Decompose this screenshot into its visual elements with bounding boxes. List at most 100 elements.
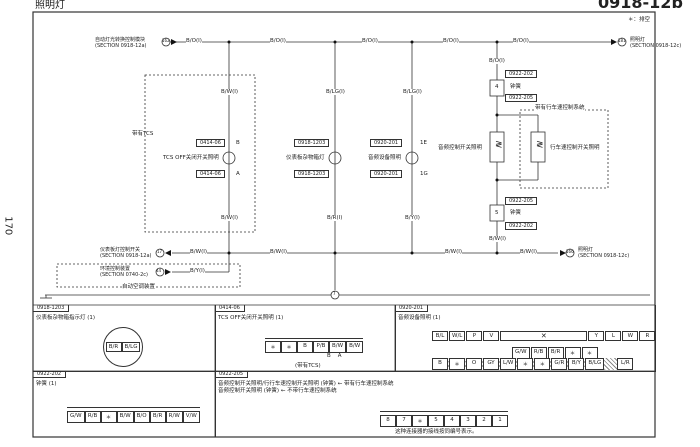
- wire-label: B/W(I): [190, 249, 207, 256]
- connector-tag: 0414-06: [196, 170, 225, 178]
- diagram-code: 0918-12b: [598, 0, 683, 12]
- cruise-group-label: 带有行车速控制系统: [535, 105, 585, 112]
- panel-tag: 0414-06: [215, 305, 245, 312]
- connector-tag: 0918-1203: [294, 170, 330, 178]
- pin: L/R: [617, 358, 634, 370]
- wire-label: B/R(I): [327, 215, 343, 222]
- ref-circle-44: 44: [156, 268, 162, 273]
- audio-switch-label: 音频控制开关照明: [438, 145, 483, 151]
- panel-title: 音频控制开关照明/行行车速控制开关照明 (钟簧) ← 带有行车速控制系统: [218, 381, 394, 387]
- wire-label: B/O(I): [443, 38, 459, 45]
- pin: Y: [588, 331, 605, 341]
- connector-tag: 0922-205: [505, 94, 538, 102]
- panel-title: 音频控制开关照明 (钟簧) ← 不带行车速控制系统: [218, 388, 337, 394]
- panel-note: (带有TCS): [295, 363, 321, 369]
- connector-tag: 0920-201: [370, 170, 403, 178]
- pin: R/W: [165, 411, 183, 423]
- pin: G/R: [551, 358, 568, 370]
- connector-tag: 0922-202: [505, 70, 538, 78]
- pin: 1: [492, 415, 508, 427]
- ref-name: 环境控制装置: [100, 266, 131, 272]
- wire-label: B/O(I): [513, 38, 529, 45]
- pin: B/W: [346, 341, 364, 353]
- pin: R/B: [84, 411, 101, 423]
- clock-spring-label: 钟簧: [510, 84, 522, 90]
- pin: G/W: [512, 347, 530, 359]
- ref-section: (SECTION 0918-12a): [100, 252, 152, 259]
- pin: ＊: [281, 341, 297, 353]
- pin: 5: [428, 415, 444, 427]
- ref-auto-light[interactable]: 自动灯光转换控制模块(SECTION 0918-12a): [95, 37, 147, 50]
- pin: ＊: [100, 411, 117, 423]
- pin: ＊: [517, 358, 534, 370]
- pin: V: [483, 331, 500, 341]
- tcs-group-label: 带有TCS: [132, 131, 154, 137]
- pin: P: [466, 331, 483, 341]
- ref-name: 照明灯: [630, 37, 646, 43]
- panel-tag: 0922-205: [215, 371, 249, 378]
- ref-lighting-top[interactable]: 照明灯(SECTION 0918-12c): [630, 37, 681, 50]
- pin: ＊: [412, 415, 428, 427]
- pin: 2: [476, 415, 492, 427]
- pin-label: B: [236, 140, 240, 146]
- ref-name: 自动灯光转换控制模块: [95, 37, 146, 43]
- pin-label: 5: [495, 210, 499, 216]
- wire-label: B/O(I): [362, 38, 378, 45]
- ref-lighting-bottom[interactable]: 照明灯(SECTION 0918-12c): [578, 247, 629, 260]
- wire-label: B/W(I): [489, 236, 506, 243]
- pin: B/O: [133, 411, 150, 423]
- wire-label: B/W(I): [270, 249, 287, 256]
- pin: 7: [396, 415, 412, 427]
- page-title: 照明灯: [35, 0, 65, 11]
- connector-tag: 0922-205: [505, 197, 538, 205]
- pin: 3: [460, 415, 476, 427]
- pin: ＊: [265, 341, 281, 353]
- switch-icon: ≷: [536, 140, 544, 150]
- pin: B/Y: [568, 358, 585, 370]
- pin-label: A: [236, 171, 240, 177]
- glove-lamp-label: 仪表板杂物箱灯: [286, 155, 325, 161]
- wire-label: B/LG(I): [326, 89, 345, 96]
- pin: B: [432, 358, 448, 370]
- ground-point: 7: [333, 291, 336, 296]
- panel-title: TCS OFF关闭开关照明 (1): [218, 315, 284, 321]
- ref-section: (SECTION 0918-12a): [95, 42, 147, 49]
- tcs-lamp-label: TCS OFF关闭开关照明: [163, 155, 219, 161]
- ref-dash-switch[interactable]: 仪表板灯控制开关(SECTION 0918-12a): [100, 247, 152, 260]
- pin: ＊: [534, 358, 551, 370]
- wire-label: B/O(I): [270, 38, 286, 45]
- pin: B/W: [116, 411, 134, 423]
- pin: B/LG: [585, 358, 605, 370]
- connector-tag: 0918-1203: [294, 139, 330, 147]
- pin: B/L: [432, 331, 448, 341]
- pin: W/L: [449, 331, 466, 341]
- pin: B/W: [329, 341, 347, 353]
- pin-labels: B A: [327, 353, 342, 359]
- switch-icon: ≷: [495, 140, 503, 150]
- panel-tag: 0920-201: [395, 305, 429, 312]
- connector-tag: 0414-06: [196, 139, 225, 147]
- ref-climate[interactable]: 环境控制装置(SECTION 0740-2c): [100, 266, 148, 279]
- panel-note: 这种连接器的接线按同编号表示。: [395, 429, 478, 435]
- wire-label: B/Y(I): [405, 215, 420, 222]
- ref-circle-166: 166: [566, 249, 574, 254]
- wire-label: B/Y(I): [190, 268, 205, 275]
- pin: B/R: [105, 342, 122, 352]
- ref-name: 照明灯: [578, 247, 594, 253]
- audio-lamp-label: 音频设备照明: [368, 155, 402, 161]
- wire-label: B/W(I): [445, 249, 462, 256]
- pin: B/LG: [121, 342, 141, 352]
- legend-note: ＊：排空: [628, 17, 651, 23]
- wire-label: B/W(I): [221, 89, 238, 96]
- pin: B: [297, 341, 313, 353]
- pin: W: [622, 331, 639, 341]
- wire-label: B/LG(I): [403, 89, 422, 96]
- wire-label: B/W(I): [520, 249, 537, 256]
- pin-label: 1E: [420, 140, 427, 146]
- connector-tag: 0922-202: [505, 222, 538, 230]
